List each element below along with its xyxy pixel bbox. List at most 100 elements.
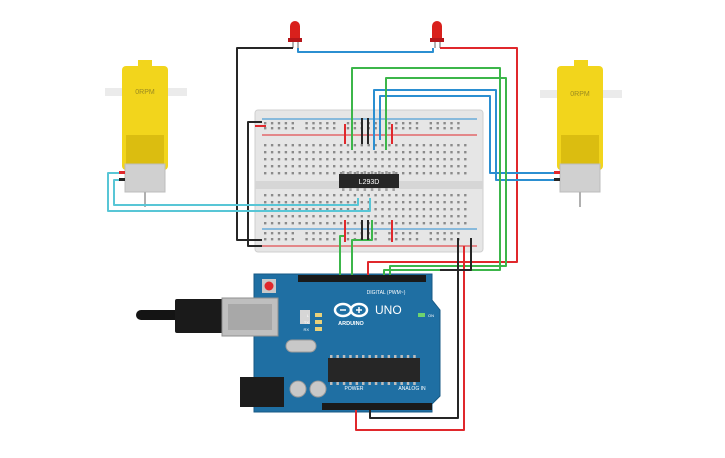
breadboard-hole[interactable] [402, 165, 405, 168]
breadboard-hole[interactable] [457, 232, 460, 235]
breadboard-hole[interactable] [374, 194, 377, 197]
breadboard-hole[interactable] [346, 158, 350, 161]
breadboard-hole[interactable] [264, 201, 267, 204]
led-right[interactable] [430, 21, 444, 48]
breadboard-hole[interactable] [402, 208, 405, 211]
breadboard-hole[interactable] [346, 127, 350, 130]
breadboard-hole[interactable] [319, 158, 322, 161]
breadboard-hole[interactable] [305, 122, 308, 125]
breadboard-hole[interactable] [277, 122, 281, 125]
breadboard-hole[interactable] [305, 144, 308, 147]
breadboard-hole[interactable] [450, 222, 453, 225]
breadboard-hole[interactable] [429, 201, 432, 204]
breadboard-hole[interactable] [284, 215, 288, 218]
breadboard-hole[interactable] [291, 158, 294, 161]
breadboard-hole[interactable] [277, 201, 281, 204]
breadboard-hole[interactable] [284, 127, 288, 130]
breadboard-hole[interactable] [319, 172, 322, 175]
breadboard-hole[interactable] [305, 232, 308, 235]
breadboard-hole[interactable] [264, 232, 267, 235]
breadboard-hole[interactable] [388, 122, 391, 125]
breadboard-hole[interactable] [360, 194, 363, 197]
breadboard-hole[interactable] [319, 122, 322, 125]
breadboard-hole[interactable] [270, 194, 274, 197]
breadboard-hole[interactable] [422, 215, 426, 218]
breadboard-hole[interactable] [464, 165, 467, 168]
breadboard-hole[interactable] [333, 238, 336, 241]
breadboard-hole[interactable] [388, 144, 391, 147]
breadboard-hole[interactable] [388, 238, 391, 241]
breadboard-hole[interactable] [408, 127, 412, 130]
breadboard-hole[interactable] [353, 222, 357, 225]
breadboard-hole[interactable] [298, 151, 301, 154]
breadboard-hole[interactable] [353, 165, 357, 168]
breadboard-hole[interactable] [277, 232, 281, 235]
breadboard-hole[interactable] [408, 165, 412, 168]
breadboard-hole[interactable] [353, 172, 357, 175]
breadboard-hole[interactable] [312, 158, 315, 161]
breadboard-hole[interactable] [277, 238, 281, 241]
breadboard-hole[interactable] [402, 127, 405, 130]
breadboard-hole[interactable] [305, 238, 308, 241]
breadboard-hole[interactable] [374, 215, 377, 218]
breadboard-hole[interactable] [381, 165, 384, 168]
breadboard-hole[interactable] [270, 165, 274, 168]
breadboard-hole[interactable] [291, 122, 294, 125]
breadboard-hole[interactable] [284, 151, 288, 154]
breadboard-hole[interactable] [270, 215, 274, 218]
breadboard-hole[interactable] [415, 222, 419, 225]
breadboard-hole[interactable] [298, 165, 301, 168]
breadboard-hole[interactable] [374, 158, 377, 161]
breadboard-hole[interactable] [291, 238, 294, 241]
breadboard-hole[interactable] [402, 144, 405, 147]
breadboard-hole[interactable] [264, 208, 267, 211]
breadboard-hole[interactable] [312, 127, 315, 130]
breadboard-hole[interactable] [367, 165, 370, 168]
breadboard-hole[interactable] [305, 158, 308, 161]
breadboard-hole[interactable] [408, 201, 412, 204]
breadboard-hole[interactable] [360, 215, 363, 218]
breadboard-hole[interactable] [436, 232, 439, 235]
breadboard-hole[interactable] [457, 127, 460, 130]
breadboard-hole[interactable] [429, 172, 432, 175]
breadboard-hole[interactable] [339, 144, 343, 147]
breadboard-hole[interactable] [319, 222, 322, 225]
breadboard-hole[interactable] [408, 172, 412, 175]
breadboard-hole[interactable] [450, 158, 453, 161]
breadboard-hole[interactable] [360, 158, 363, 161]
breadboard-hole[interactable] [291, 208, 294, 211]
breadboard-hole[interactable] [443, 222, 446, 225]
breadboard-hole[interactable] [277, 165, 281, 168]
breadboard-hole[interactable] [312, 201, 315, 204]
breadboard-hole[interactable] [381, 144, 384, 147]
breadboard-hole[interactable] [443, 144, 446, 147]
breadboard-hole[interactable] [353, 208, 357, 211]
breadboard-hole[interactable] [312, 238, 315, 241]
breadboard-hole[interactable] [450, 232, 453, 235]
breadboard-hole[interactable] [450, 201, 453, 204]
breadboard-hole[interactable] [326, 122, 329, 125]
breadboard-hole[interactable] [422, 158, 426, 161]
breadboard-hole[interactable] [264, 194, 267, 197]
breadboard-hole[interactable] [374, 127, 377, 130]
breadboard-hole[interactable] [450, 238, 453, 241]
breadboard-hole[interactable] [305, 194, 308, 197]
breadboard-hole[interactable] [326, 151, 329, 154]
breadboard-hole[interactable] [367, 172, 370, 175]
breadboard-hole[interactable] [319, 201, 322, 204]
breadboard-hole[interactable] [395, 165, 398, 168]
breadboard-hole[interactable] [450, 127, 453, 130]
breadboard-hole[interactable] [312, 215, 315, 218]
breadboard-hole[interactable] [436, 238, 439, 241]
breadboard-hole[interactable] [284, 201, 288, 204]
breadboard-hole[interactable] [270, 127, 274, 130]
breadboard-hole[interactable] [291, 127, 294, 130]
breadboard-hole[interactable] [422, 194, 426, 197]
breadboard-hole[interactable] [346, 222, 350, 225]
breadboard-hole[interactable] [402, 194, 405, 197]
breadboard-hole[interactable] [326, 172, 329, 175]
breadboard-hole[interactable] [402, 151, 405, 154]
led-left[interactable] [288, 21, 302, 48]
breadboard-hole[interactable] [339, 215, 343, 218]
breadboard-hole[interactable] [422, 201, 426, 204]
